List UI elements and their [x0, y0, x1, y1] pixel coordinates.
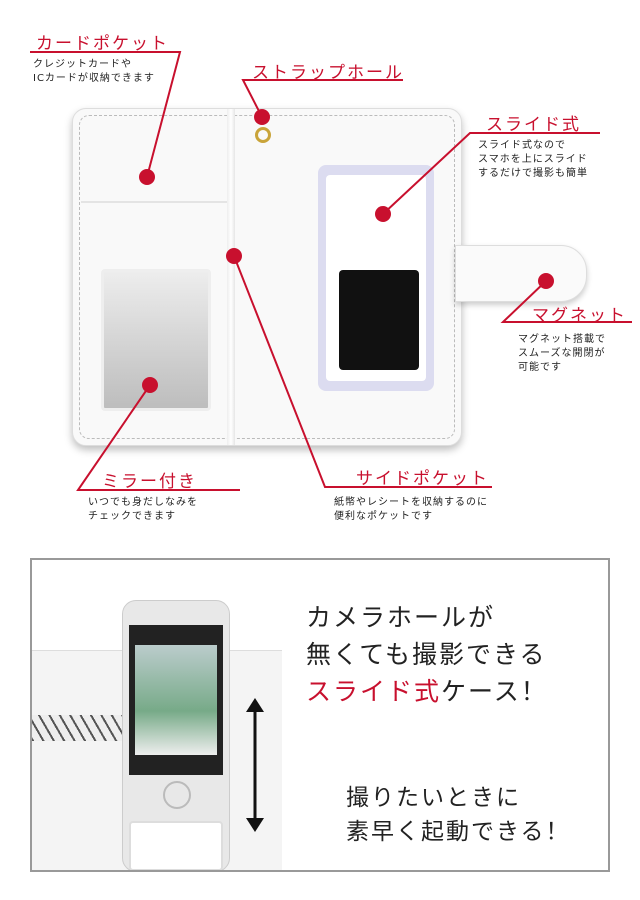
- side-pocket-marker: [226, 248, 242, 264]
- wallet-case-image: [72, 108, 462, 446]
- strap-hole-marker: [254, 109, 270, 125]
- card-pocket-marker: [139, 169, 155, 185]
- magnet-desc: マグネット搭載で スムーズな開閉が 可能です: [518, 334, 606, 373]
- pattern-strip: [32, 715, 122, 741]
- promo-panel: カメラホールが 無くても撮影できる スライド式ケース！ 撮りたいときに 素早く起…: [30, 558, 610, 872]
- promo-line-2: 無くても撮影できる: [306, 640, 547, 669]
- side-pocket-title: サイドポケット: [356, 469, 489, 489]
- promo-line-1: カメラホールが: [306, 603, 496, 632]
- mirror-desc: いつでも身だしなみを チェックできます: [88, 497, 198, 522]
- center-spine: [227, 109, 235, 445]
- promo-line-3: スライド式ケース！: [306, 672, 548, 708]
- magnet-title: マグネット: [532, 306, 627, 326]
- promo-accent: スライド式: [306, 677, 442, 706]
- slide-title: スライド式: [486, 115, 581, 135]
- card-pocket-desc: クレジットカードや ICカードが収納できます: [33, 59, 155, 84]
- smartphone-photo: [122, 600, 230, 870]
- slide-arrow-icon: [246, 698, 264, 832]
- strap-hole-title: ストラップホール: [252, 63, 404, 83]
- promo-line-3-rest: ケース！: [441, 677, 548, 706]
- promo-line-4: 撮りたいときに: [346, 785, 521, 811]
- strap-ring: [255, 127, 271, 143]
- slide-desc: スライド式なので スマホを上にスライド するだけで撮影も簡単: [478, 140, 588, 179]
- promo-line-5: 素早く起動できる！: [346, 819, 571, 845]
- magnet-marker: [538, 273, 554, 289]
- slide-marker: [375, 206, 391, 222]
- mirror-marker: [142, 377, 158, 393]
- mirror-title: ミラー付き: [102, 472, 197, 492]
- magnet-strap: [455, 245, 587, 302]
- side-pocket-desc: 紙幣やレシートを収納するのに 便利なポケットです: [334, 497, 488, 522]
- card-pocket-title: カードポケット: [36, 34, 169, 54]
- card-pocket: [81, 201, 231, 203]
